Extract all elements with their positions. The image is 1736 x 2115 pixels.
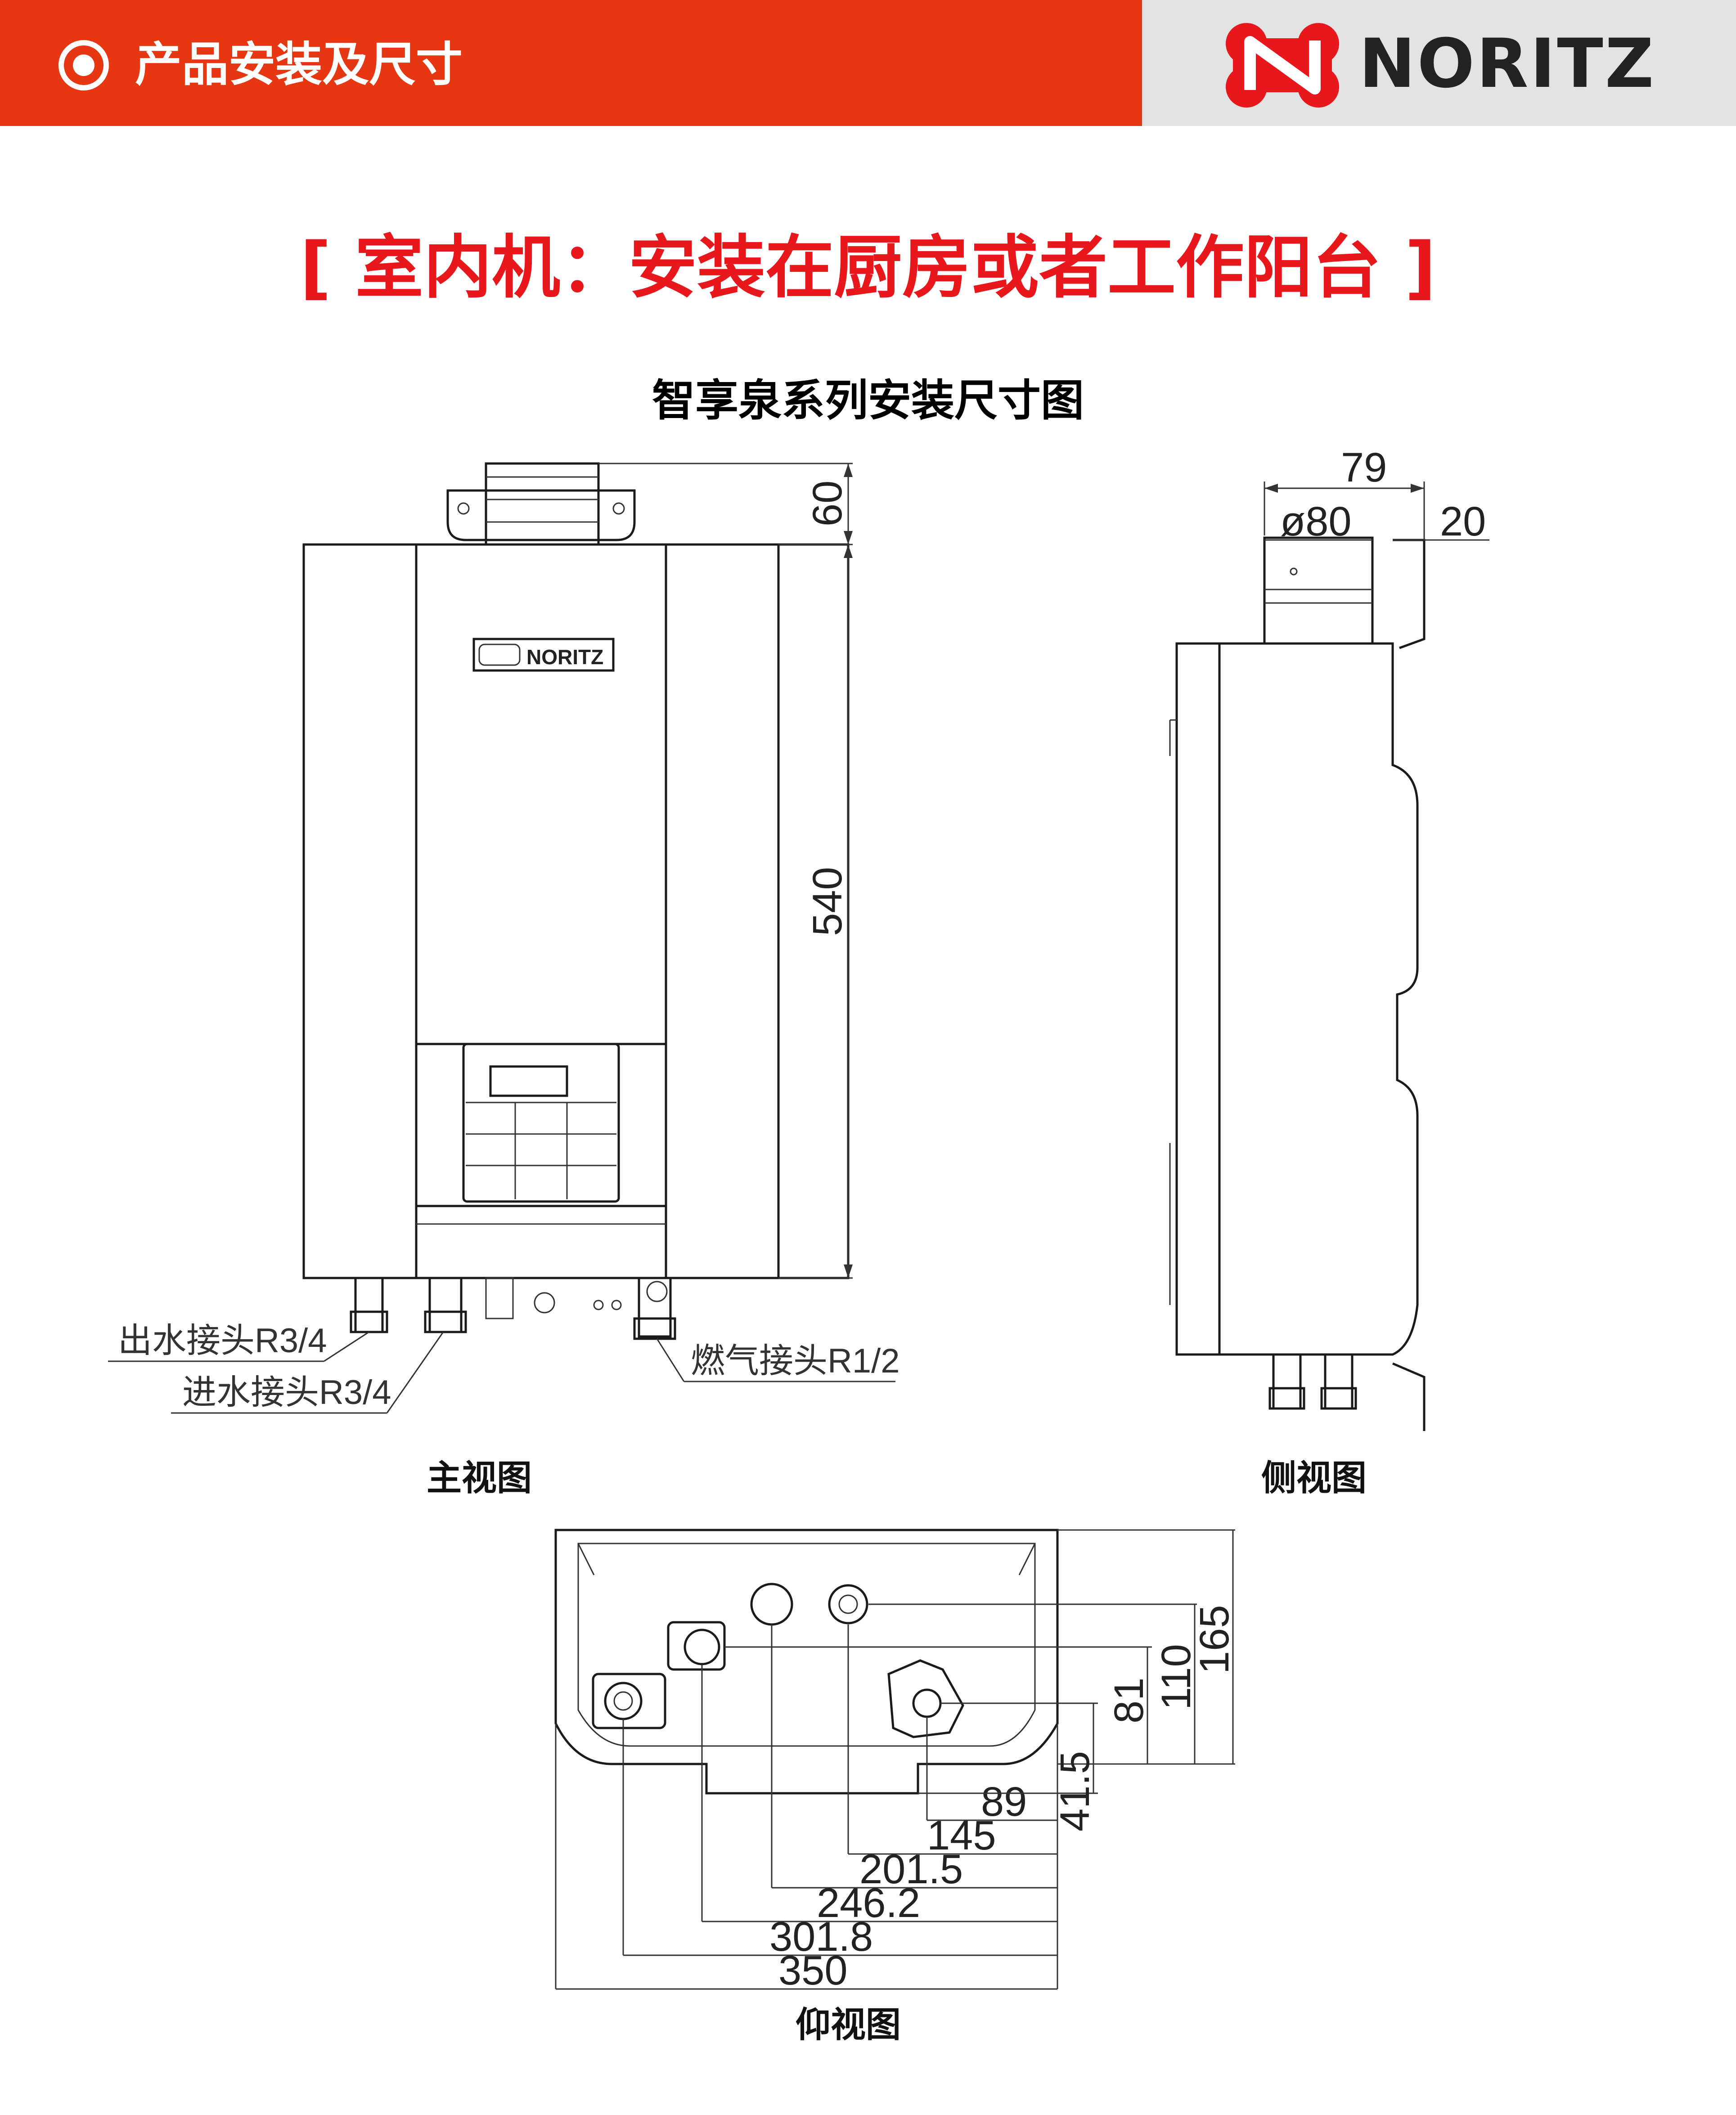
bottom-dim-81: 81: [1106, 1678, 1152, 1724]
noritz-logo-icon: [1226, 23, 1339, 108]
side-view-caption: 侧视图: [1261, 1458, 1367, 1498]
bottom-dim-201-5: 201.5: [859, 1846, 963, 1892]
side-view: 79 ø80 20: [1169, 445, 1489, 1431]
front-dim-top: 60: [805, 481, 850, 526]
bottom-dim-246-2: 246.2: [817, 1880, 920, 1926]
gas-label: 燃气接头R1/2: [691, 1342, 900, 1380]
outlet-label: 出水接头R3/4: [118, 1322, 327, 1360]
front-dim-height: 540: [805, 867, 850, 936]
side-dim-depth: 79: [1341, 445, 1387, 490]
side-dim-offset: 20: [1440, 499, 1486, 544]
bottom-view: 89 145 201.5 246.2 301.8 350 41.5 81 110…: [554, 1529, 1237, 1994]
bottom-dim-110: 110: [1153, 1644, 1199, 1710]
bottom-view-caption: 仰视图: [796, 2005, 901, 2045]
diagram-title: 智享泉系列安装尺寸图: [652, 375, 1084, 426]
front-logo-text: NORITZ: [526, 645, 603, 669]
inlet-label: 进水接头R3/4: [182, 1373, 391, 1412]
brand-logo-text: NORITZ: [1359, 25, 1656, 103]
side-dim-flue: ø80: [1280, 499, 1352, 544]
front-view-caption: 主视图: [427, 1458, 532, 1498]
bottom-dim-41-5: 41.5: [1052, 1751, 1098, 1832]
bottom-dim-165: 165: [1192, 1605, 1237, 1674]
bottom-dim-350: 350: [778, 1948, 848, 1994]
bottom-dim-89: 89: [981, 1779, 1027, 1825]
section-title: [ 室内机：安装在厨房或者工作阳台 ]: [300, 228, 1436, 307]
front-view: NORITZ 60 540: [108, 462, 900, 1414]
bottom-dim-145: 145: [927, 1813, 996, 1858]
header-bar: [0, 0, 1142, 126]
target-icon: [58, 40, 109, 90]
bottom-dim-301-8: 301.8: [769, 1914, 873, 1960]
page-title: 产品安装及尺寸: [135, 37, 463, 92]
